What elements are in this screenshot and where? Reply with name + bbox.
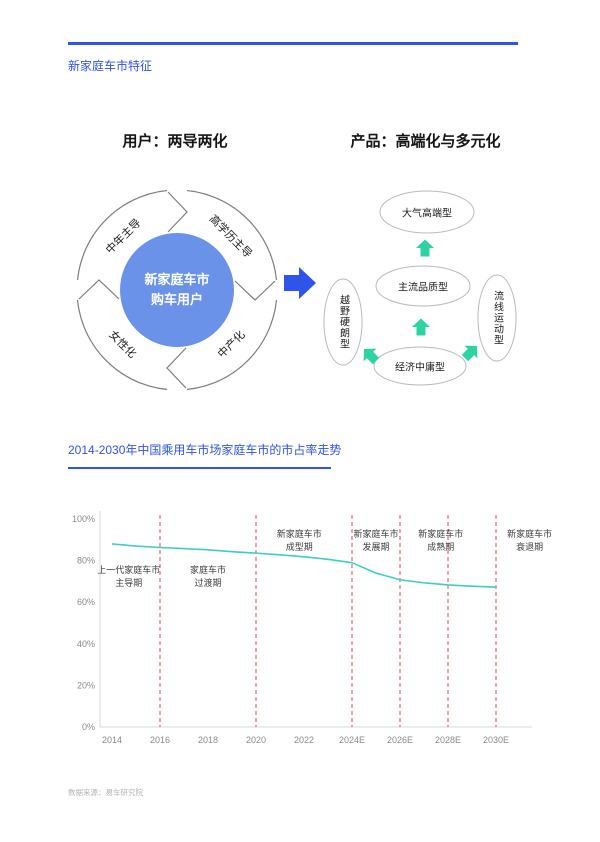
period-label: 上一代家庭车市 (97, 564, 160, 575)
section-label: 新家庭车市特征 (68, 59, 153, 73)
diverge-arrow-left-icon (363, 348, 380, 365)
y-tick-label: 0% (82, 722, 95, 732)
ellipse-economy (373, 346, 467, 386)
period-label: 成熟期 (427, 541, 454, 552)
period-label: 家庭车市 (190, 564, 226, 575)
market-share-line (111, 543, 497, 589)
y-tick-label: 20% (77, 680, 95, 690)
user-cycle-diagram: 新家庭车市 购车用户 中年主导 高学历主导 女性化 中产化 (70, 183, 284, 397)
market-share-chart-svg: 100% 80% 60% 40% 20% 0% 2014 2016 2018 2020 2022 20… (72, 511, 552, 745)
center-line1: 新家庭车市 (144, 271, 210, 287)
y-tick-label: 40% (77, 639, 95, 649)
period-label: 新家庭车市 (507, 528, 552, 539)
x-tick-label: 2020 (246, 735, 266, 745)
gap-left (73, 280, 123, 300)
y-tick-label: 100% (72, 514, 95, 524)
node-economy: 经济中庸型 (395, 362, 445, 374)
ellipse-mainstream (375, 265, 471, 307)
upgrade-arrow-top-icon (416, 239, 434, 257)
period-label: 新家庭车市 (353, 528, 398, 539)
top-divider-rule (68, 42, 518, 45)
node-mainstream: 主流品质型 (398, 282, 448, 294)
transition-arrow-shape (284, 267, 316, 299)
x-tick-label: 2026E (387, 735, 413, 745)
ellipse-sporty (477, 274, 517, 362)
ellipse-offroad (323, 278, 363, 366)
period-label: 主导期 (115, 577, 142, 588)
product-diagram-graphic (323, 190, 517, 386)
x-tick-label: 2018 (198, 735, 218, 745)
product-diagram-title: 产品：高端化与多元化 (350, 133, 501, 150)
cycle-chevron-top-icon (167, 191, 188, 233)
product-structure-diagram: 大气高端型 主流品质型 经济中庸型 越野硬朗型 流线运动型 (318, 182, 532, 414)
cycle-chevron-bottom-icon (166, 347, 187, 389)
user-diagram-title: 用户：两导两化 (122, 133, 228, 150)
center-line2: 购车用户 (150, 292, 203, 307)
x-tick-label: 2030E (483, 735, 509, 745)
chart-heading: 2014-2030年中国乘用车市场家庭车市的市占率走势 (68, 443, 342, 457)
period-label: 衰退期 (516, 541, 543, 552)
y-tick-label: 60% (77, 597, 95, 607)
period-label: 新家庭车市 (418, 528, 463, 539)
x-tick-label: 2022 (294, 735, 314, 745)
upgrade-arrow-middle-icon (412, 318, 430, 336)
gap-bottom (167, 344, 187, 394)
period-label: 成型期 (286, 541, 313, 552)
diverge-arrow-right-icon (461, 345, 478, 362)
data-source-note: 数据来源：易车研究院 (68, 788, 143, 797)
chart-heading-underline (68, 467, 331, 469)
y-tick-label: 80% (77, 556, 95, 566)
x-tick-label: 2016 (150, 735, 170, 745)
period-label: 过渡期 (194, 577, 221, 588)
ellipse-premium (379, 190, 475, 234)
x-tick-label: 2014 (102, 735, 122, 745)
node-premium: 大气高端型 (402, 208, 452, 220)
market-share-chart: 100% 80% 60% 40% 20% 0% 2014 2016 2018 2020 2022 20… (68, 503, 588, 758)
node-sporty: 流线运动型 (491, 290, 503, 346)
transition-arrow-icon (284, 267, 316, 299)
period-label: 发展期 (362, 541, 389, 552)
period-label: 新家庭车市 (277, 528, 322, 539)
x-tick-label: 2028E (435, 735, 461, 745)
gap-right (231, 280, 281, 300)
center-circle: 新家庭车市 购车用户 (120, 233, 234, 347)
node-offroad: 越野硬朗型 (337, 294, 349, 350)
x-tick-label: 2024E (339, 735, 365, 745)
cycle-chevron-left-icon (78, 279, 120, 300)
gap-top (167, 186, 187, 236)
cycle-chevron-right-icon (234, 280, 276, 301)
